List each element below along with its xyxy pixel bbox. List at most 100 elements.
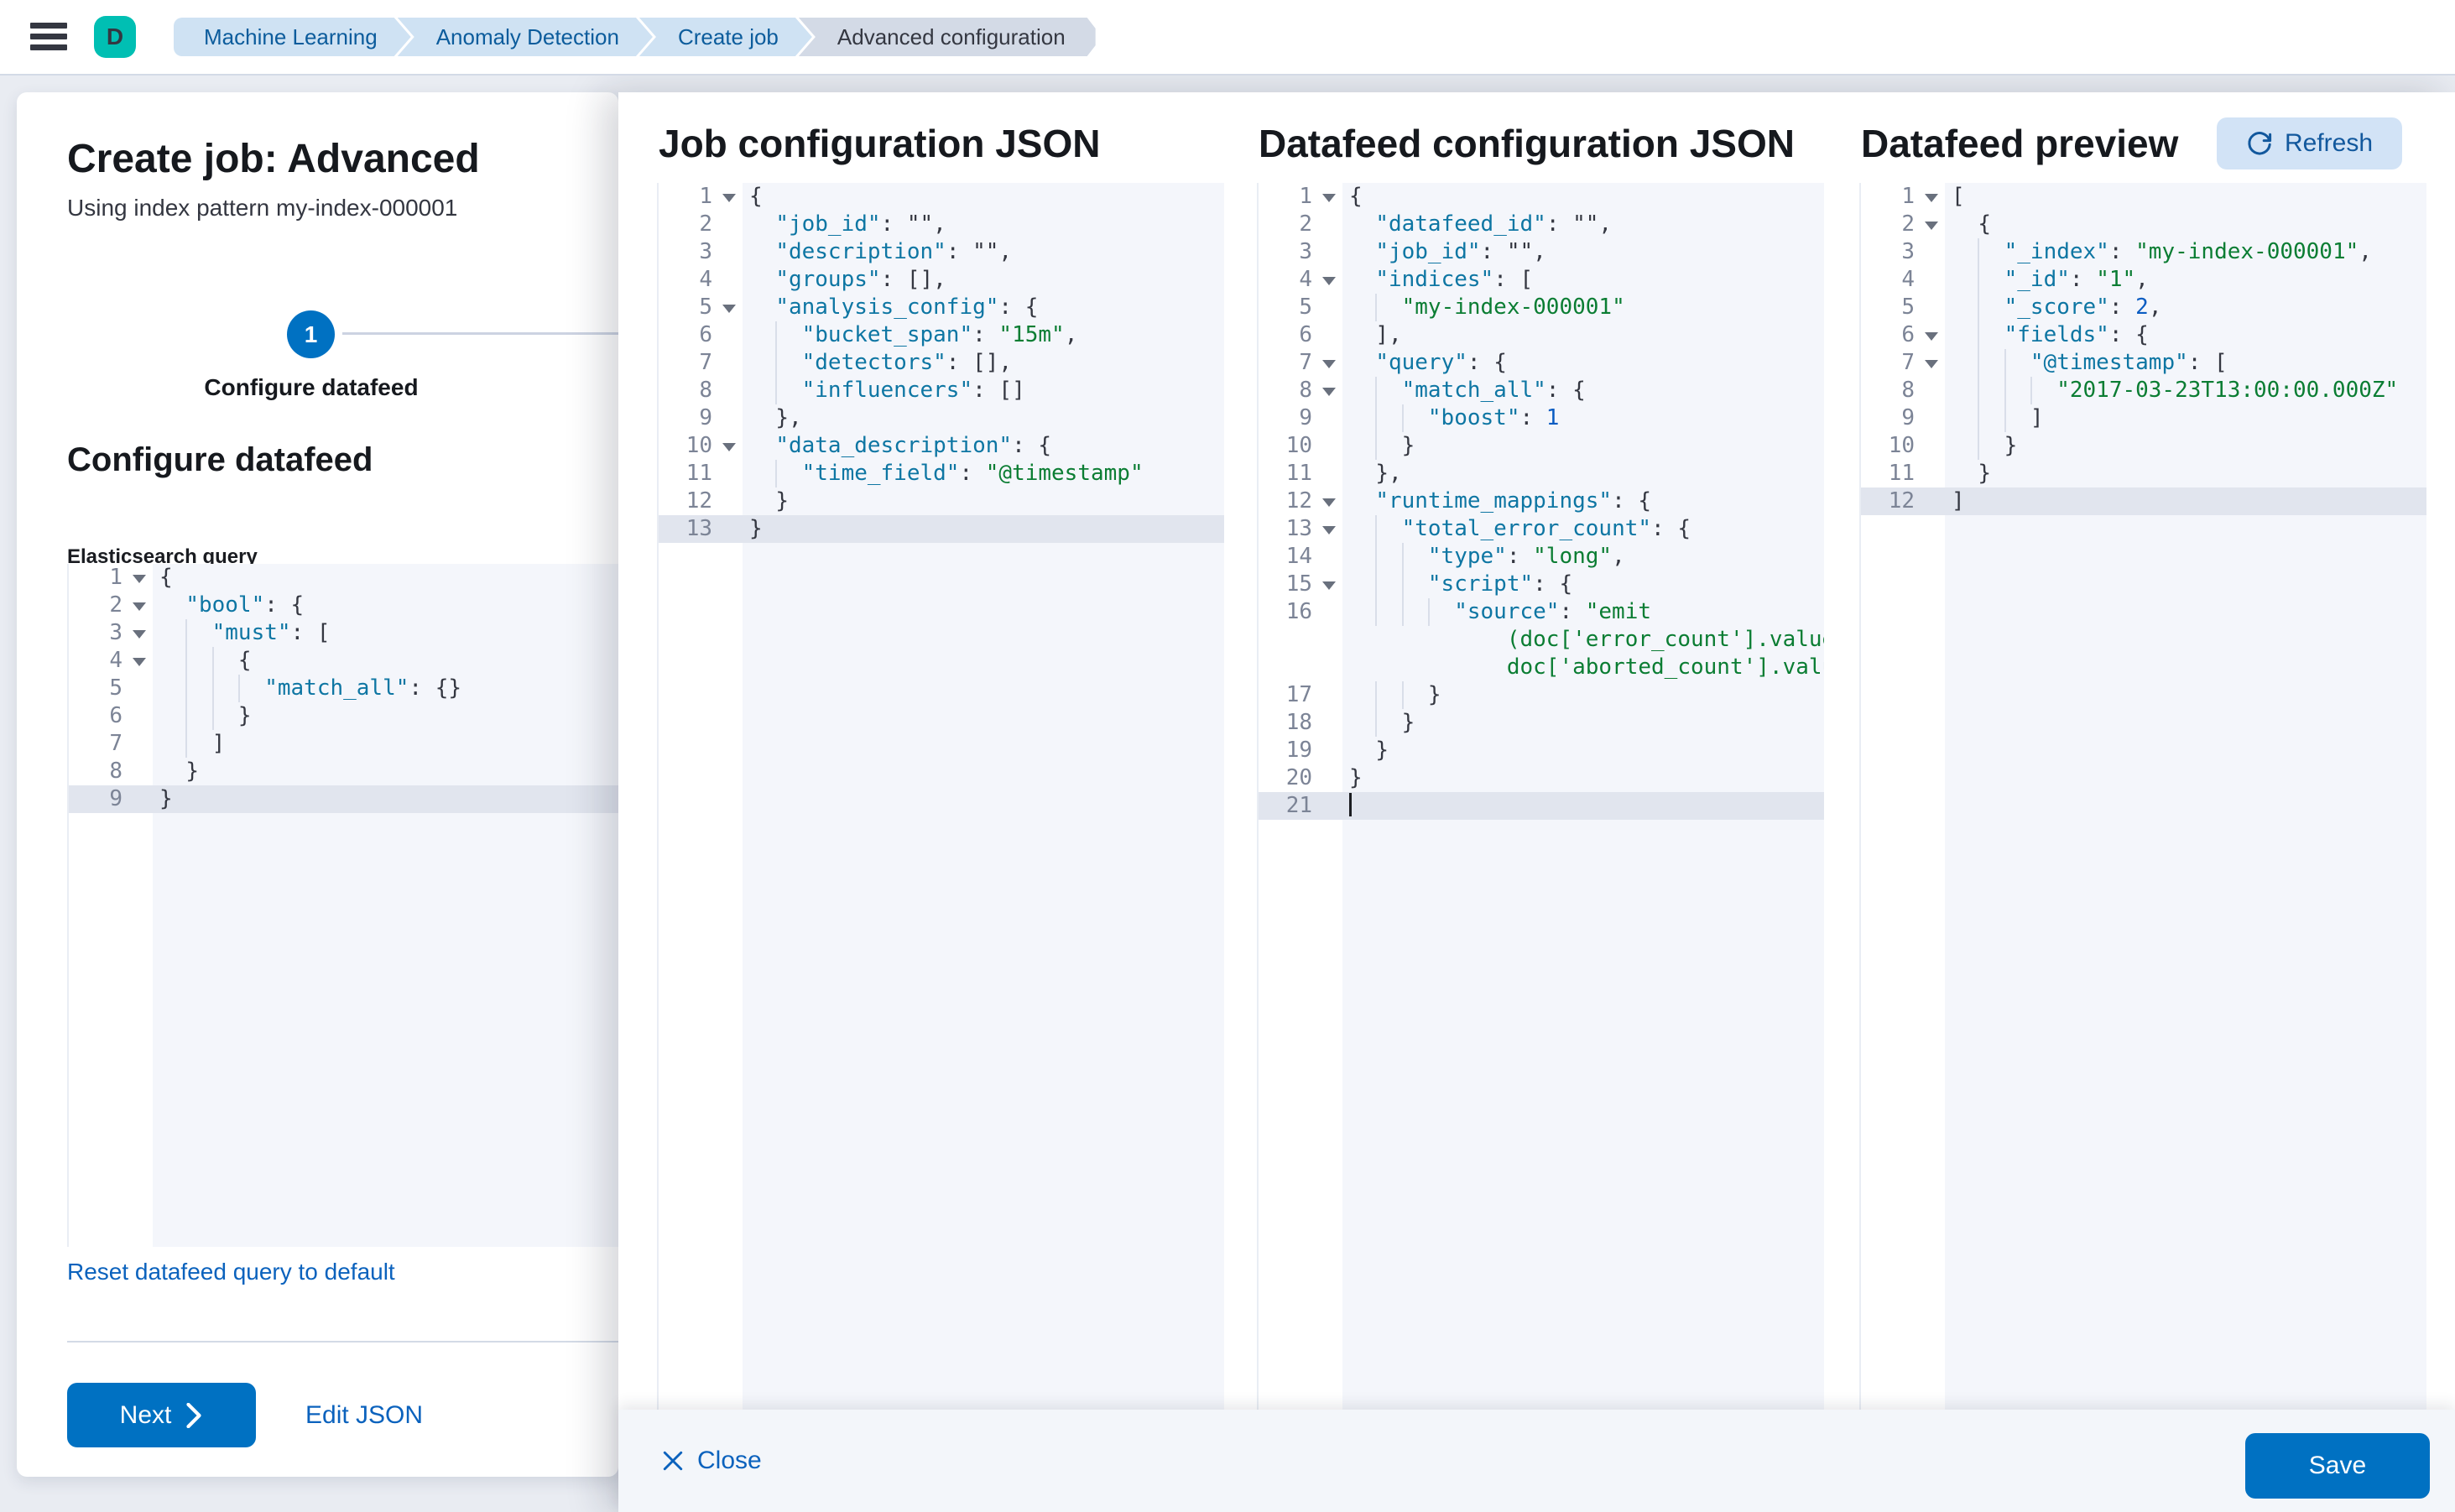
code-line: 3 "job_id": "", xyxy=(1259,238,1824,266)
fold-toggle-icon[interactable] xyxy=(1925,360,1938,368)
code-line: 10 } xyxy=(1259,432,1824,460)
fold-toggle-icon[interactable] xyxy=(1322,526,1336,534)
code-token: "@timestamp" xyxy=(985,461,1144,486)
code-line: 9 "boost": 1 xyxy=(1259,404,1824,432)
fold-toggle-icon[interactable] xyxy=(722,194,736,202)
code-token: } xyxy=(1978,461,1991,486)
job-config-json-editor[interactable]: 1{2 "job_id": "",3 "description": "",4 "… xyxy=(657,183,1224,1410)
fold-toggle-icon[interactable] xyxy=(133,630,146,639)
edit-json-link[interactable]: Edit JSON xyxy=(305,1401,424,1429)
fold-toggle-icon[interactable] xyxy=(1322,360,1336,368)
code-token: : "", xyxy=(946,239,1013,264)
line-number: 1 xyxy=(69,564,153,592)
breadcrumb-create-job[interactable]: Create job xyxy=(639,18,812,56)
line-number: 3 xyxy=(699,239,712,264)
line-number: 4 xyxy=(69,647,153,675)
code-token: : { xyxy=(1651,516,1691,541)
code-line-content: "script": { xyxy=(1342,571,1824,598)
breadcrumb-machine-learning[interactable]: Machine Learning xyxy=(174,18,411,56)
code-token: } xyxy=(1375,738,1389,763)
code-line: 20} xyxy=(1259,764,1824,792)
save-button[interactable]: Save xyxy=(2245,1433,2430,1499)
fold-toggle-icon[interactable] xyxy=(1925,332,1938,341)
code-line: 4 { xyxy=(69,647,620,675)
datafeed-preview-editor[interactable]: 1[2 {3 "_index": "my-index-000001",4 "_i… xyxy=(1859,183,2426,1410)
code-line-content: "bool": { xyxy=(153,592,620,619)
indent-guide xyxy=(1401,571,1428,598)
line-number: 17 xyxy=(1285,682,1312,707)
fold-toggle-icon[interactable] xyxy=(133,575,146,583)
code-token: : { xyxy=(2108,322,2149,347)
indent-guide xyxy=(2030,377,2056,404)
code-line: 12 "runtime_mappings": { xyxy=(1259,487,1824,515)
indent-guide xyxy=(775,460,801,487)
line-number: 16 xyxy=(1285,599,1312,624)
reset-datafeed-query-link[interactable]: Reset datafeed query to default xyxy=(67,1259,395,1285)
refresh-button[interactable]: Refresh xyxy=(2217,117,2402,169)
fold-toggle-icon[interactable] xyxy=(722,443,736,451)
code-line: 16 "source": "emit xyxy=(1259,598,1824,626)
indent-guide xyxy=(2004,404,2030,432)
menu-hamburger-icon[interactable] xyxy=(30,20,67,54)
line-number: 1 xyxy=(1259,183,1342,211)
code-token: "script" xyxy=(1427,571,1534,597)
fold-toggle-icon[interactable] xyxy=(1925,194,1938,202)
line-number: 20 xyxy=(1285,765,1312,790)
code-token: doc['aborted_count'].value)" xyxy=(1506,654,1824,680)
code-token: "analysis_config" xyxy=(775,295,999,320)
page-title: Create job: Advanced xyxy=(67,137,480,181)
code-token: : {} xyxy=(409,675,462,701)
page-subtitle: Using index pattern my-index-000001 xyxy=(67,195,458,221)
fold-toggle-icon[interactable] xyxy=(1322,277,1336,285)
code-line-content: "fields": { xyxy=(1945,321,2426,349)
code-line: 6 } xyxy=(69,702,620,730)
fold-toggle-icon[interactable] xyxy=(1322,498,1336,507)
fold-toggle-icon[interactable] xyxy=(1322,581,1336,590)
code-line: 4 "indices": [ xyxy=(1259,266,1824,294)
line-number: 11 xyxy=(1285,461,1312,486)
next-button[interactable]: Next xyxy=(67,1383,256,1447)
code-token: : xyxy=(1519,405,1546,430)
line-number: 10 xyxy=(659,432,743,460)
line-number: 12 xyxy=(685,488,712,514)
code-line-content: } xyxy=(1342,681,1824,709)
code-token: "match_all" xyxy=(264,675,409,701)
code-line-content: { xyxy=(743,183,1224,211)
close-button[interactable]: Close xyxy=(657,1410,767,1512)
line-number: 8 xyxy=(699,378,712,403)
wizard-step-1[interactable]: 1 xyxy=(287,310,335,358)
code-line-content: "source": "emit xyxy=(1342,598,1824,626)
line-number: 11 xyxy=(1888,461,1915,486)
code-token: "influencers" xyxy=(801,378,973,403)
code-token: : { xyxy=(1612,488,1652,514)
indent-guide xyxy=(1375,294,1401,321)
code-token: [ xyxy=(1952,184,1965,209)
top-navigation-bar: D Machine Learning Anomaly Detection Cre… xyxy=(0,0,2455,76)
datafeed-config-json-editor[interactable]: 1{2 "datafeed_id": "",3 "job_id": "",4 "… xyxy=(1257,183,1824,1410)
code-token: : { xyxy=(1533,571,1573,597)
line-number: 5 xyxy=(1299,295,1312,320)
code-token: "@timestamp" xyxy=(2030,350,2188,375)
line-number: 2 xyxy=(699,211,712,237)
breadcrumb-anomaly-detection[interactable]: Anomaly Detection xyxy=(398,18,653,56)
code-line: 9} xyxy=(69,785,620,813)
code-line: 13} xyxy=(659,515,1224,543)
fold-toggle-icon[interactable] xyxy=(722,305,736,313)
code-token: : { xyxy=(998,295,1039,320)
code-token: "job_id" xyxy=(775,211,881,237)
line-number: 9 xyxy=(1299,405,1312,430)
breadcrumb: Machine Learning Anomaly Detection Creat… xyxy=(174,18,1082,56)
code-token: { xyxy=(749,184,763,209)
fold-toggle-icon[interactable] xyxy=(1322,194,1336,202)
fold-toggle-icon[interactable] xyxy=(1322,388,1336,396)
fold-toggle-icon[interactable] xyxy=(133,602,146,611)
code-line: 1[ xyxy=(1861,183,2426,211)
line-number: 7 xyxy=(699,350,712,375)
fold-toggle-icon[interactable] xyxy=(1925,222,1938,230)
indent-guide xyxy=(185,647,211,675)
close-icon xyxy=(663,1451,683,1471)
elasticsearch-query-editor[interactable]: 1{2 "bool": {3 "must": [4 {5 "match_all"… xyxy=(67,564,620,1247)
fold-toggle-icon[interactable] xyxy=(133,658,146,666)
line-number: 21 xyxy=(1285,793,1312,818)
space-avatar[interactable]: D xyxy=(94,16,136,58)
